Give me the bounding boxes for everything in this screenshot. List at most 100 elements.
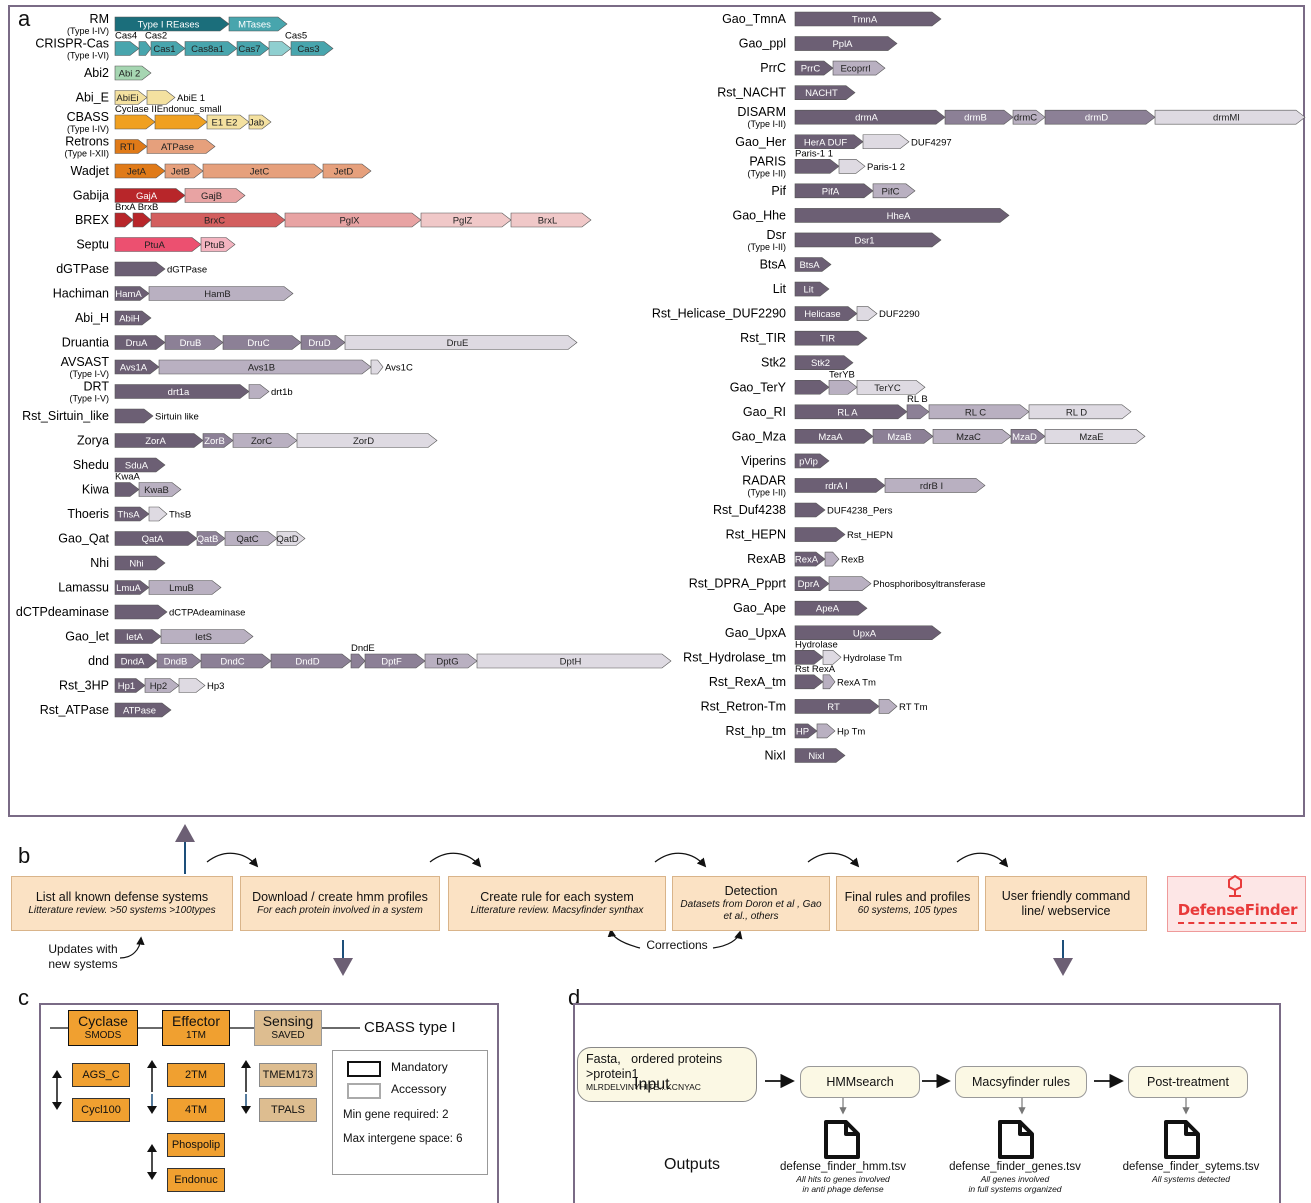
gene-above-label: KwaA [115, 472, 140, 483]
gene-label: TerYC [874, 383, 901, 394]
gene-arrow [178, 678, 206, 693]
gene-arrow [146, 139, 216, 154]
gene-arrow [202, 163, 324, 179]
gene-label: Jab [249, 118, 264, 129]
gene-arrow [296, 433, 438, 448]
gene-arrow [150, 212, 286, 228]
gene-arrow [364, 653, 426, 669]
gene-arrow [206, 114, 250, 130]
gene-arrow [856, 306, 878, 321]
input-box: Fasta, ordered proteins >protein1 MLRDEL… [577, 1047, 757, 1102]
gene-arrow [248, 384, 270, 399]
gene-arrow [114, 286, 150, 301]
gene-trailing-label: ThsB [169, 510, 191, 521]
gene-arrow [794, 330, 868, 346]
gene-arrow [828, 576, 872, 591]
gene-label: DptF [381, 657, 402, 668]
gene-label: ATPase [161, 142, 194, 153]
system-name: Nhi [90, 556, 109, 570]
gene-arrow [158, 359, 372, 375]
gene-above-label: DndE [351, 643, 375, 654]
gene-trailing-label: RexA Tm [837, 677, 876, 688]
gene-label: Hp1 [118, 681, 135, 692]
system-name: CBASS [67, 110, 109, 124]
gene-arrow [1044, 429, 1146, 444]
gene-arrow [794, 134, 864, 150]
gene-arrow [794, 257, 832, 272]
gene-arrow [1012, 109, 1046, 125]
system-name: Zorya [77, 434, 109, 448]
gene-arrow [794, 11, 942, 27]
panel-a-letter: a [18, 6, 31, 31]
system-name: Gao_ppl [739, 37, 786, 51]
gene-label: Dsr1 [854, 235, 874, 246]
gene-arrow [794, 453, 830, 469]
gene-label: DruE [447, 338, 469, 349]
gene-arrow [114, 359, 160, 375]
gene-label: ZorC [251, 436, 272, 447]
gene-arrow [884, 478, 986, 493]
gene-arrow [1044, 109, 1156, 125]
system-name: Rst_hp_tm [726, 724, 786, 738]
gene-label: JetC [250, 167, 270, 178]
gene-arrow [906, 404, 930, 420]
gene-arrow [138, 41, 152, 56]
gene-arrow [794, 183, 874, 199]
cbass-header-sensing: Sensing SAVED [254, 1010, 322, 1046]
logo-text: DefenseFinder [1177, 901, 1298, 919]
gene-label: rdrB I [920, 481, 943, 492]
gene-label: GajA [136, 191, 158, 202]
gene-arrow [832, 60, 886, 76]
gene-arrow [164, 335, 224, 350]
gene-trailing-label: DUF4297 [911, 137, 952, 148]
gene-label: DptH [560, 657, 582, 668]
system-name: PrrC [760, 61, 786, 75]
gene-arrow [114, 457, 166, 473]
gene-arrow [148, 580, 222, 595]
gene-arrow [156, 653, 202, 669]
gene-arrow [794, 600, 868, 616]
gene-label: JetA [127, 167, 147, 178]
system-name: Thoeris [67, 507, 109, 521]
gene-arrow [944, 109, 1014, 125]
output-file-systems: defense_finder_sytems.tsv All systems de… [1122, 1161, 1260, 1184]
gene-arrow [114, 237, 202, 252]
gene-label: Cas3 [297, 44, 319, 55]
gene-above-label: Cas5 [285, 31, 307, 42]
file-icon [824, 1120, 860, 1159]
gene-label: PifC [882, 186, 900, 197]
system-type: (Type I-IV) [67, 26, 109, 36]
cbass-alt-4tm: 4TM [167, 1098, 225, 1122]
gene-trailing-label: dCTPAdeaminase [169, 608, 245, 619]
gene-arrow [794, 232, 942, 248]
step-macsyfinder: Macsyfinder rules [955, 1066, 1087, 1098]
gene-label: drt1a [168, 387, 190, 398]
system-name: AVSAST [61, 355, 110, 369]
gene-above-label: Hydrolase [795, 639, 838, 650]
gene-trailing-label: DUF4238_Pers [827, 506, 893, 517]
system-name: BREX [75, 213, 110, 227]
gene-arrow [828, 379, 858, 395]
gene-label: DruA [126, 338, 148, 349]
system-name: Rst_Retron-Tm [701, 699, 786, 713]
gene-arrow [114, 188, 186, 203]
system-name: Gao_Mza [732, 429, 786, 443]
gene-label: Hp2 [150, 681, 167, 692]
gene-arrow [114, 114, 156, 130]
system-name: Rst_NACHT [717, 86, 786, 100]
gene-label: DruB [180, 338, 202, 349]
gene-above-label: Cas4 [115, 31, 137, 42]
gene-arrow [138, 482, 182, 497]
gene-arrow [268, 41, 292, 56]
gene-arrow [196, 531, 226, 546]
gene-label: Helicase [804, 309, 840, 320]
gene-trailing-label: Hydrolase Tm [843, 653, 902, 664]
gene-arrow [856, 379, 926, 395]
gene-arrow [794, 109, 946, 125]
gene-arrow [114, 335, 166, 350]
gene-arrow [794, 527, 846, 542]
cbass-header-cyclase: Cyclase SMODS [68, 1010, 138, 1046]
gene-arrow [114, 163, 166, 179]
gene-label: E1 E2 [212, 118, 238, 129]
panel-d-frame [573, 1003, 1281, 1203]
